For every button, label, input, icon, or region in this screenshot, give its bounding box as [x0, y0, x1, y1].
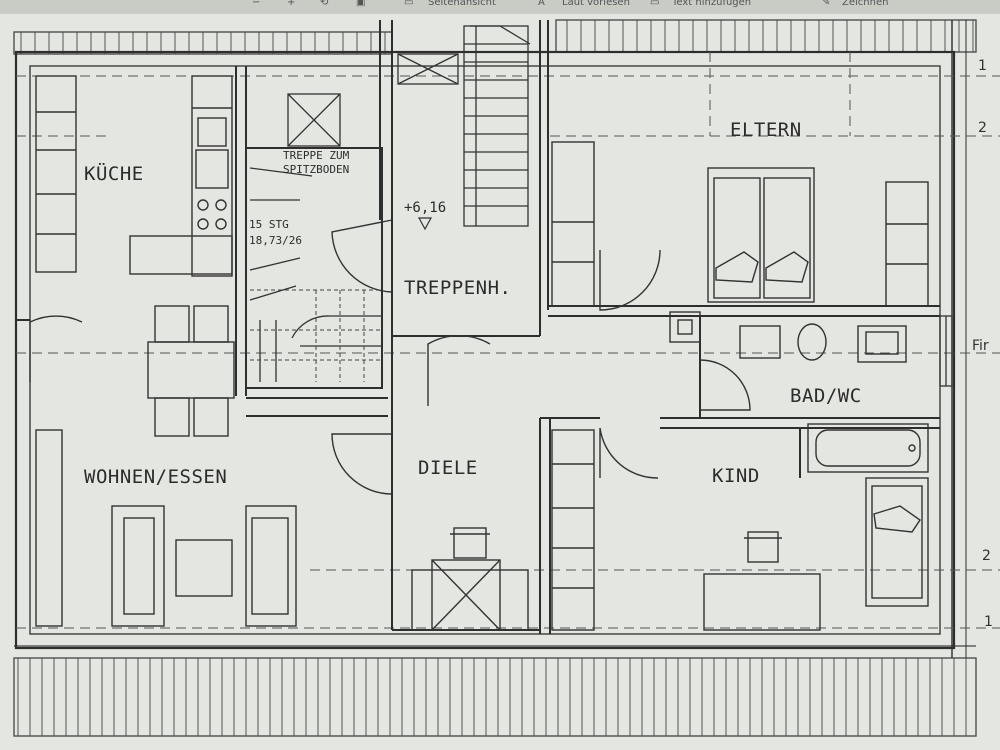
room-label-wohnen: WOHNEN/ESSEN: [84, 466, 227, 488]
living-room-furniture: [35, 429, 297, 627]
zoom-in-button[interactable]: +: [287, 0, 296, 8]
page-view-icon[interactable]: ▣: [356, 0, 366, 8]
room-label-diele: DIELE: [418, 457, 478, 479]
axis-label-ridge: Fir: [972, 338, 989, 354]
rotate-icon[interactable]: ⟲: [320, 0, 329, 8]
steps-label-line1: 15 STG: [249, 218, 289, 231]
roof-hatch-top: [13, 19, 977, 55]
toolbar-item-zeichnen[interactable]: Zeichnen: [842, 0, 889, 8]
bathroom-fixtures: [739, 323, 929, 473]
room-label-bad: BAD/WC: [790, 385, 862, 407]
roof-hatch-bottom: [13, 645, 977, 737]
toolbar-item-text[interactable]: Text hinzufügen: [672, 0, 752, 8]
stair-note-line1: TREPPE ZUM: [283, 149, 350, 162]
add-text-icon[interactable]: ▭: [650, 0, 660, 8]
room-label-eltern: ELTERN: [730, 119, 802, 141]
read-aloud-icon[interactable]: A: [538, 0, 545, 8]
toolbar-item-vorlesen[interactable]: Laut vorlesen: [562, 0, 630, 8]
page-view-icon-2[interactable]: ▭: [404, 0, 414, 8]
axis-label-top-2: 2: [978, 120, 987, 136]
axis-label-low-1: 1: [984, 614, 993, 630]
attic-stair-dashed: [250, 289, 382, 382]
zoom-out-button[interactable]: −: [252, 0, 261, 8]
room-label-kind: KIND: [712, 465, 760, 487]
bedroom-kind-furniture: [551, 429, 929, 631]
chimney: [669, 311, 701, 343]
room-label-kueche: KÜCHE: [84, 162, 144, 185]
bedroom-eltern-furniture: [551, 141, 929, 307]
window-marks: [939, 315, 953, 387]
hall-desk: [411, 527, 529, 631]
axis-label-top-1: 1: [978, 58, 987, 74]
attic-stair: [249, 93, 382, 382]
level-mark-label: +6,16: [404, 200, 446, 216]
draw-icon[interactable]: ✎: [822, 0, 831, 8]
toolbar-item-seitenansicht[interactable]: Seitenansicht: [428, 0, 496, 8]
steps-label-line2: 18,73/26: [249, 234, 302, 247]
room-label-treppenhaus: TREPPENH.: [404, 277, 511, 299]
kitchen-fixtures: [35, 75, 233, 277]
main-staircase: [397, 25, 531, 227]
level-marker-icon: [417, 217, 433, 231]
axis-label-low-2: 2: [982, 548, 991, 564]
stair-note-line2: SPITZBODEN: [283, 163, 349, 176]
dining-table: [147, 305, 235, 437]
viewer-toolbar: − + ⟲ ▣ ▭ Seitenansicht A Laut vorlesen …: [0, 0, 1000, 14]
